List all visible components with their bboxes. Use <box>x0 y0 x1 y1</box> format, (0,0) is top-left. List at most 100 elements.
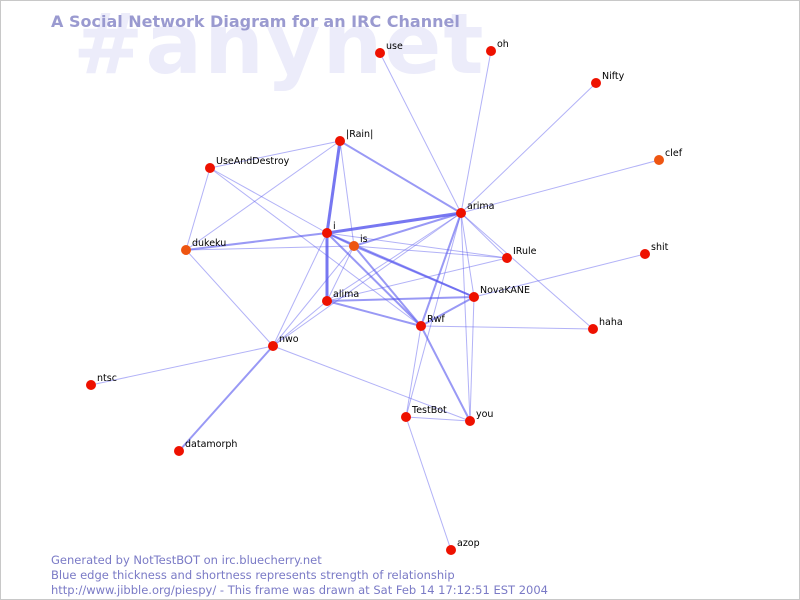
node-datamorph: datamorph <box>174 439 237 456</box>
node-label: IRule <box>513 246 537 257</box>
node-dot <box>469 292 479 302</box>
node-dot <box>174 446 184 456</box>
edge-you-arima <box>460 212 471 422</box>
edge-i-nwo <box>272 232 328 347</box>
edge-nwo-you <box>272 345 471 422</box>
edge-nwo-datamorph <box>178 345 274 452</box>
node-dukeku: dukeku <box>181 238 226 255</box>
edge-clef-arima <box>460 159 660 214</box>
edge-dukeku-nwo <box>185 249 274 347</box>
node-TestBot: TestBot <box>401 405 447 422</box>
edge-IRain-dukeku <box>185 140 341 251</box>
node-dot <box>446 545 456 555</box>
node-nwo: nwo <box>268 334 299 351</box>
node-dot <box>416 321 426 331</box>
node-label: TestBot <box>411 405 447 416</box>
edge-is-Rwf <box>353 245 422 327</box>
node-NovaKANE: NovaKANE <box>469 285 530 302</box>
node-ntsc: ntsc <box>86 373 117 390</box>
node-haha: haha <box>588 317 623 334</box>
node-dot <box>335 136 345 146</box>
node-dot <box>375 48 385 58</box>
edge-NovaKANE-arima <box>460 212 475 298</box>
node-oh: oh <box>486 39 509 56</box>
edge-alima-IRule <box>326 257 508 302</box>
node-dot <box>205 163 215 173</box>
node-label: shit <box>651 242 669 253</box>
edge-nwo-ntsc <box>90 345 274 386</box>
edge-use-arima <box>379 52 462 214</box>
node-label: alima <box>333 289 359 300</box>
node-Rwf: Rwf <box>416 314 445 331</box>
node-dot <box>268 341 278 351</box>
edge-dukeku-i <box>185 232 328 251</box>
node-Nifty: Nifty <box>591 71 625 88</box>
node-label: ntsc <box>97 373 117 384</box>
node-shit: shit <box>640 242 669 259</box>
node-you: you <box>465 409 493 426</box>
edge-alima-nwo <box>272 300 328 347</box>
edges-layer <box>90 50 660 551</box>
edge-TestBot-arima <box>405 212 462 418</box>
node-dot <box>465 416 475 426</box>
node-azop: azop <box>446 538 480 555</box>
footer-info: Generated by NotTestBOT on irc.bluecherr… <box>51 553 548 598</box>
node-dot <box>401 412 411 422</box>
node-dot <box>181 245 191 255</box>
node-label: UseAndDestroy <box>216 156 290 167</box>
node-is: is <box>349 234 368 251</box>
node-label: you <box>476 409 493 420</box>
edge-alima-NovaKANE <box>326 296 475 302</box>
edge-NovaKANE-shit <box>473 253 646 298</box>
node-arima: arima <box>456 201 494 218</box>
node-dot <box>640 249 650 259</box>
edge-Rwf-NovaKANE <box>420 296 475 327</box>
edge-IRain-i <box>325 140 342 234</box>
edge-i-IRule <box>326 232 508 259</box>
node-use: use <box>375 41 403 58</box>
node-dot <box>591 78 601 88</box>
edge-haha-arima <box>460 212 594 330</box>
node-label: is <box>360 234 368 245</box>
node-dot <box>588 324 598 334</box>
node-label: azop <box>457 538 480 549</box>
node-label: datamorph <box>185 439 237 450</box>
edge-TestBot-azop <box>405 416 452 551</box>
edge-IRain-arima <box>339 140 462 214</box>
node-dot <box>322 228 332 238</box>
edge-UseAndDestroy-dukeku <box>185 167 211 251</box>
edge-is-arima <box>353 212 462 247</box>
edge-NovaKANE-you <box>469 296 475 422</box>
edge-nwo-arima <box>272 212 462 347</box>
node-label: |Rain| <box>346 129 373 140</box>
footer-source-link: http://www.jibble.org/piespy/ - This fra… <box>51 583 548 597</box>
node-dot <box>456 208 466 218</box>
node-label: oh <box>497 39 509 50</box>
node-dot <box>486 46 496 56</box>
node-alima: alima <box>322 289 359 306</box>
node-label: dukeku <box>192 238 226 249</box>
edge-UseAndDestroy-i <box>209 167 328 234</box>
edge-Nifty-arima <box>460 82 597 214</box>
node-label: i <box>333 221 336 232</box>
node-label: haha <box>599 317 623 328</box>
node-label: clef <box>665 148 683 159</box>
edge-alima-Rwf <box>326 300 422 327</box>
node-IRain: |Rain| <box>335 129 373 146</box>
edge-is-IRule <box>353 245 508 259</box>
node-dot <box>654 155 664 165</box>
edge-Rwf-you <box>420 325 471 422</box>
node-IRule: IRule <box>502 246 537 263</box>
node-label: use <box>386 41 403 52</box>
edge-IRain-UseAndDestroy <box>209 140 341 169</box>
edge-Rwf-TestBot <box>405 325 422 418</box>
node-dot <box>349 241 359 251</box>
channel-watermark: #anynet <box>73 0 486 93</box>
node-label: Rwf <box>427 314 445 325</box>
footer-legend-note: Blue edge thickness and shortness repres… <box>51 568 455 582</box>
node-dot <box>502 253 512 263</box>
footer-generated-by: Generated by NotTestBOT on irc.bluecherr… <box>51 553 322 567</box>
edge-i-Rwf <box>326 232 422 327</box>
